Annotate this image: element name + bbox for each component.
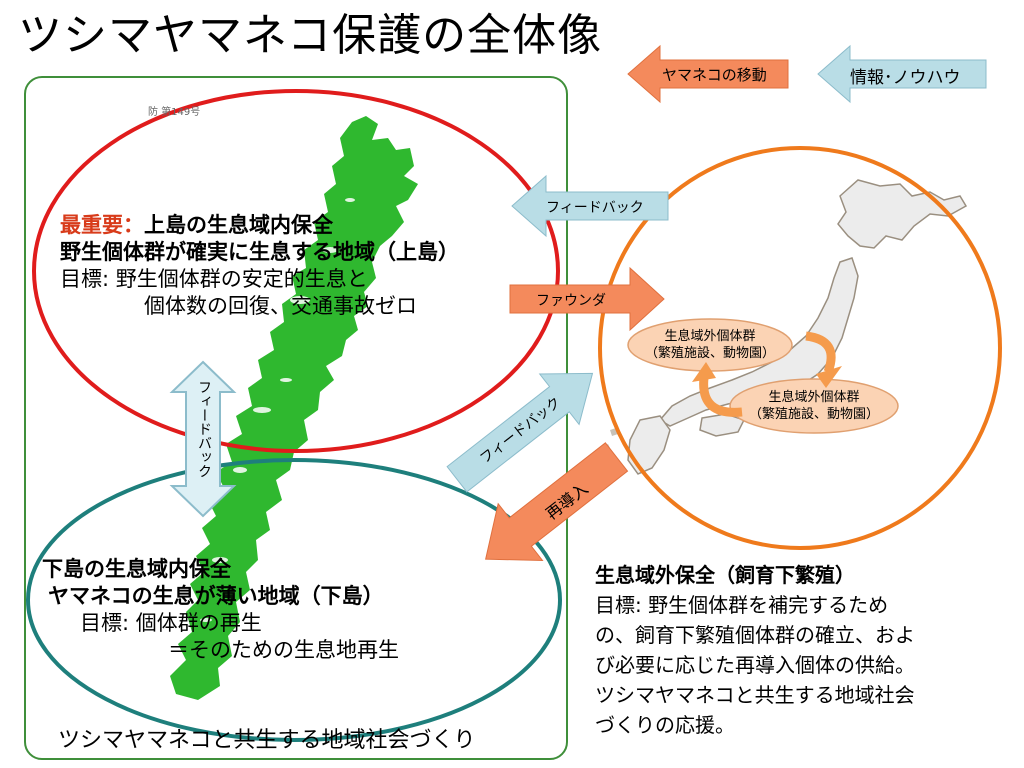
tsushima-island-map	[170, 116, 418, 700]
kyushu-shape	[627, 415, 671, 475]
exchange-arrow-right-head	[816, 366, 842, 388]
feedback-vertical-label: フィードバック	[196, 380, 212, 478]
legend-movement-arrow	[627, 44, 789, 104]
lower-goal-line-1: 目標: 個体群の再生	[80, 611, 262, 635]
upper-goal-line-2: 個体数の回復、交通事故ゼロ	[144, 294, 417, 318]
ex-situ-circle	[598, 146, 1002, 550]
upper-island-ellipse	[32, 89, 560, 453]
pill-1-line-1: 生息域外個体群	[664, 329, 756, 344]
priority-label: 最重要：	[60, 213, 144, 237]
upper-goal-line-1: 目標: 野生個体群の安定的生息と	[60, 267, 368, 291]
exchange-arrow-right	[805, 331, 836, 374]
page-title: ツシマヤマネコ保護の全体像	[18, 10, 603, 61]
exchange-arrow-left	[699, 377, 743, 417]
legend-info-label: 情報･ノウハウ	[850, 68, 961, 88]
ex-situ-line-1: 目標: 野生個体群を補完するため	[595, 593, 889, 617]
legend-info-arrow	[817, 44, 987, 104]
okinawa-islands	[604, 428, 618, 450]
feedback-top-arrow	[511, 174, 669, 238]
lower-subheading: ヤマネコの生息が薄い地域（下島）	[48, 584, 384, 608]
ex-situ-heading: 生息域外保全（飼育下繁殖）	[595, 563, 855, 587]
lower-island-ellipse	[26, 458, 562, 742]
ex-situ-description: 生息域外保全（飼育下繁殖） 目標: 野生個体群を補完するため の、飼育下繁殖個体…	[595, 560, 915, 740]
ex-situ-line-4: ツシマヤマネコと共生する地域社会	[595, 683, 915, 707]
exchange-arrow-left-head	[692, 362, 716, 382]
upper-subheading: 野生個体群が確実に生息する地域（上島）	[60, 240, 459, 264]
feedback-top-label: フィードバック	[546, 200, 644, 216]
bottom-caption: ツシマヤマネコと共生する地域社会づくり	[58, 728, 476, 753]
upper-heading-line: 最重要：上島の生息域内保全	[60, 212, 459, 239]
ex-situ-line-2: の、飼育下繁殖個体群の確立、およ	[595, 623, 915, 647]
island-shape	[170, 116, 418, 700]
reintroduction-arrow	[485, 442, 629, 561]
ex-situ-line-3: び必要に応じた再導入個体の供給。	[595, 653, 915, 677]
lower-goal-line-2: ＝そのための生息地再生	[168, 638, 399, 662]
upper-heading: 上島の生息域内保全	[144, 213, 333, 237]
pill-2-line-2: （繁殖施設、動物園）	[748, 407, 879, 422]
lower-island-description: 下島の生息域内保全 ヤマネコの生息が薄い地域（下島） 目標: 個体群の再生 ＝そ…	[42, 556, 399, 664]
legend-movement-label: ヤマネコの移動	[662, 66, 767, 84]
feedback-diagonal-arrow	[446, 372, 594, 493]
lower-heading: 下島の生息域内保全	[42, 557, 231, 581]
upper-island-description: 最重要：上島の生息域内保全 野生個体群が確実に生息する地域（上島） 目標: 野生…	[60, 212, 459, 320]
feedback-vertical-arrow	[169, 360, 237, 518]
founder-arrow	[509, 266, 665, 332]
ex-situ-pill-2-text: 生息域外個体群 （繁殖施設、動物園）	[730, 389, 898, 423]
in-situ-frame	[24, 76, 568, 760]
ex-situ-pill-2	[729, 378, 899, 434]
ex-situ-line-5: づくりの応援。	[595, 713, 735, 737]
ex-situ-pill-1-text: 生息域外個体群 （繁殖施設、動物園）	[628, 328, 792, 362]
map-caption: 防 第149号	[148, 107, 201, 118]
pill-1-line-2: （繁殖施設、動物園）	[644, 346, 775, 361]
founder-label: ファウンダ	[536, 293, 606, 309]
pill-2-line-1: 生息域外個体群	[768, 390, 860, 405]
